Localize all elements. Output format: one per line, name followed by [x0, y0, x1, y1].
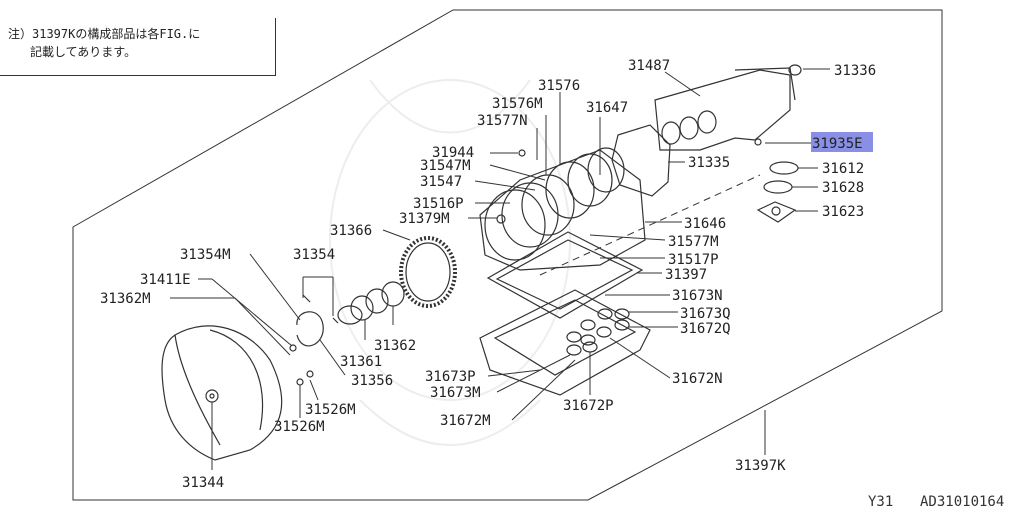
footer-code-y31: Y31	[868, 494, 893, 510]
oring-31935E	[754, 138, 762, 146]
label-31336: 31336	[834, 63, 876, 79]
label-31526M-upper: 31526M	[305, 402, 356, 418]
note-line-1: 注）31397Kの構成部品は各FIG.に	[8, 27, 201, 41]
leader-lines	[170, 68, 830, 470]
label-31356: 31356	[351, 373, 393, 389]
label-31526M-lower: 31526M	[274, 419, 325, 435]
label-31672N: 31672N	[672, 371, 723, 387]
note-line-2: 記載してあります。	[30, 45, 137, 59]
label-31397K: 31397K	[735, 458, 786, 474]
label-31547M: 31547M	[420, 158, 471, 174]
label-31517P: 31517P	[668, 252, 719, 268]
transmission-case	[479, 147, 646, 271]
seal-rings-31361	[337, 281, 405, 325]
label-31646: 31646	[684, 216, 726, 232]
label-31672Q: 31672Q	[680, 321, 731, 337]
snap-ring-31356	[296, 311, 324, 347]
label-31577N: 31577N	[477, 113, 528, 129]
center-axis	[539, 174, 761, 276]
label-31673P: 31673P	[425, 369, 476, 385]
label-31576: 31576	[538, 78, 580, 94]
label-31397: 31397	[665, 267, 707, 283]
gasket-31623	[756, 201, 797, 223]
label-31623: 31623	[822, 204, 864, 220]
gasket-31366	[399, 236, 457, 308]
label-31612: 31612	[822, 161, 864, 177]
label-31672P: 31672P	[563, 398, 614, 414]
footer-code-ad: AD31010164	[920, 494, 1004, 510]
label-31362M: 31362M	[100, 291, 151, 307]
label-31673Q: 31673Q	[680, 306, 731, 322]
label-31673N: 31673N	[672, 288, 723, 304]
label-31335: 31335	[688, 155, 730, 171]
label-31487: 31487	[628, 58, 670, 74]
watermark-emblem	[329, 79, 571, 446]
label-31935E: 31935E	[812, 136, 863, 152]
label-31362: 31362	[374, 338, 416, 354]
label-31411E: 31411E	[140, 272, 191, 288]
label-31944: 31944	[432, 145, 474, 161]
drain-washers	[566, 308, 630, 356]
label-31628: 31628	[822, 180, 864, 196]
plug-31411E	[289, 344, 297, 352]
label-31672M: 31672M	[440, 413, 491, 429]
label-31354: 31354	[293, 247, 335, 263]
oring-31612	[769, 161, 799, 175]
oring-31628	[763, 180, 793, 194]
clips-31354	[302, 294, 339, 324]
extension-housing-31487	[654, 64, 802, 151]
assembly-outline	[72, 9, 943, 501]
oilpan-gasket-31397	[486, 231, 644, 319]
label-31354M: 31354M	[180, 247, 231, 263]
label-31577M: 31577M	[668, 234, 719, 250]
label-31673M: 31673M	[430, 385, 481, 401]
label-31344: 31344	[182, 475, 224, 491]
label-31647: 31647	[586, 100, 628, 116]
label-31547: 31547	[420, 174, 462, 190]
label-31366: 31366	[330, 223, 372, 239]
highlight-31935E	[811, 132, 873, 152]
oil-pan	[479, 289, 651, 396]
label-31576M: 31576M	[492, 96, 543, 112]
converter-housing-31344	[161, 325, 283, 461]
label-31361: 31361	[340, 354, 382, 370]
label-31516P: 31516P	[413, 196, 464, 212]
note-box: 注）31397Kの構成部品は各FIG.に 記載してあります。	[0, 18, 276, 76]
label-31379M: 31379M	[399, 211, 450, 227]
part-labels: 31336 31487 31935E 31576 31576M 31647 31…	[100, 58, 876, 491]
gasket-31335	[611, 124, 671, 197]
